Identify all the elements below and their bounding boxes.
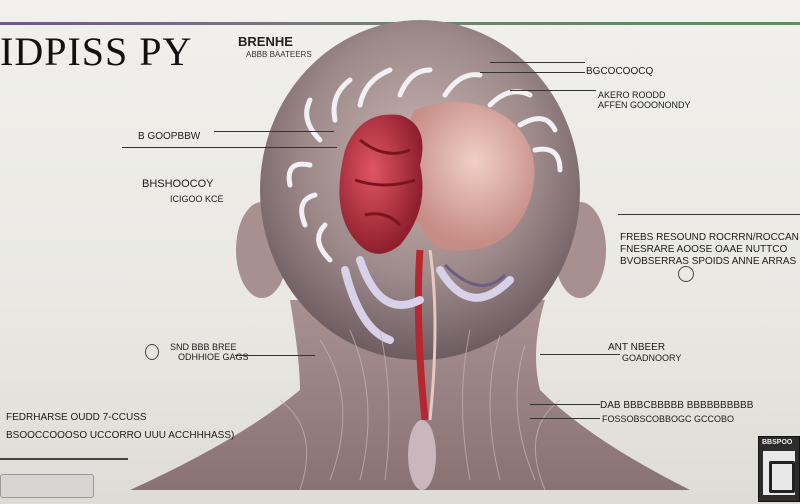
leader-line — [530, 404, 600, 405]
label-left-lower-b: ODHHIOE GAGS — [178, 352, 249, 362]
label-right-lower-b: GOADNOORY — [622, 353, 682, 363]
label-right-mid-1: FREBS RESOUND ROCRRN/ROCCAN — [620, 232, 799, 243]
marker-circle — [145, 344, 159, 360]
brand-logo-icon: BBSPOO — [758, 436, 800, 502]
bottom-left-button[interactable] — [0, 474, 94, 498]
leader-line — [530, 418, 600, 419]
leader-line — [510, 90, 596, 91]
leader-line — [490, 62, 585, 63]
logo-text: BBSPOO — [762, 439, 793, 446]
leader-line — [122, 147, 337, 148]
neck-fibers — [279, 329, 561, 491]
label-bottom-right-1: DAB BBBCBBBBB BBBBBBBBBB — [600, 400, 754, 411]
bottom-left-divider — [0, 458, 128, 460]
leader-line — [480, 72, 585, 73]
brain — [402, 102, 535, 251]
label-top-right-1: BGCOCOOCQ — [586, 66, 654, 77]
leader-line — [540, 354, 620, 355]
label-right-mid-3: BVOBSERRAS SPOIDS ANNE ARRAS — [620, 256, 797, 267]
label-left-2b: ICIGOO KCE — [170, 194, 224, 204]
leader-line — [618, 214, 800, 215]
label-right-lower-a: ANT NBEER — [608, 342, 666, 353]
label-left-1: B GOOPBBW — [138, 131, 201, 142]
leader-line — [235, 355, 315, 356]
label-bottom-left-2: BSOOCCOOOSO UCCORRO UUU ACCHHHASS) — [6, 430, 235, 441]
label-left-2a: BHSHOOCOY — [142, 178, 214, 190]
neck-shoulders — [130, 300, 690, 490]
poster-subtitle-small: ABBB BAATEERS — [246, 50, 312, 59]
label-bottom-right-2: FOSSOBSCOBBOGC GCCOBO — [602, 414, 735, 424]
label-top-right-2a: AKERO ROODD — [598, 90, 666, 100]
lower-vertebra — [408, 420, 436, 490]
poster-subtitle: BRENHE — [238, 34, 293, 49]
label-right-mid-2: FNESRARE AOOSE OAAE NUTTCO — [620, 244, 788, 255]
marker-circle — [678, 266, 694, 282]
lavender-nerves — [341, 256, 514, 344]
poster-title: IDPISS PY — [0, 29, 193, 74]
label-bottom-left-1: FEDRHARSE OUDD 7-CCUSS — [6, 412, 147, 423]
logo-mark — [763, 451, 795, 495]
leader-line — [214, 131, 334, 132]
label-left-lower-a: SND BBB BREE — [170, 342, 237, 352]
spinal-artery — [414, 249, 429, 421]
label-top-right-2b: AFFEN GOOONONDY — [598, 100, 691, 110]
nerve-fan — [286, 67, 563, 263]
